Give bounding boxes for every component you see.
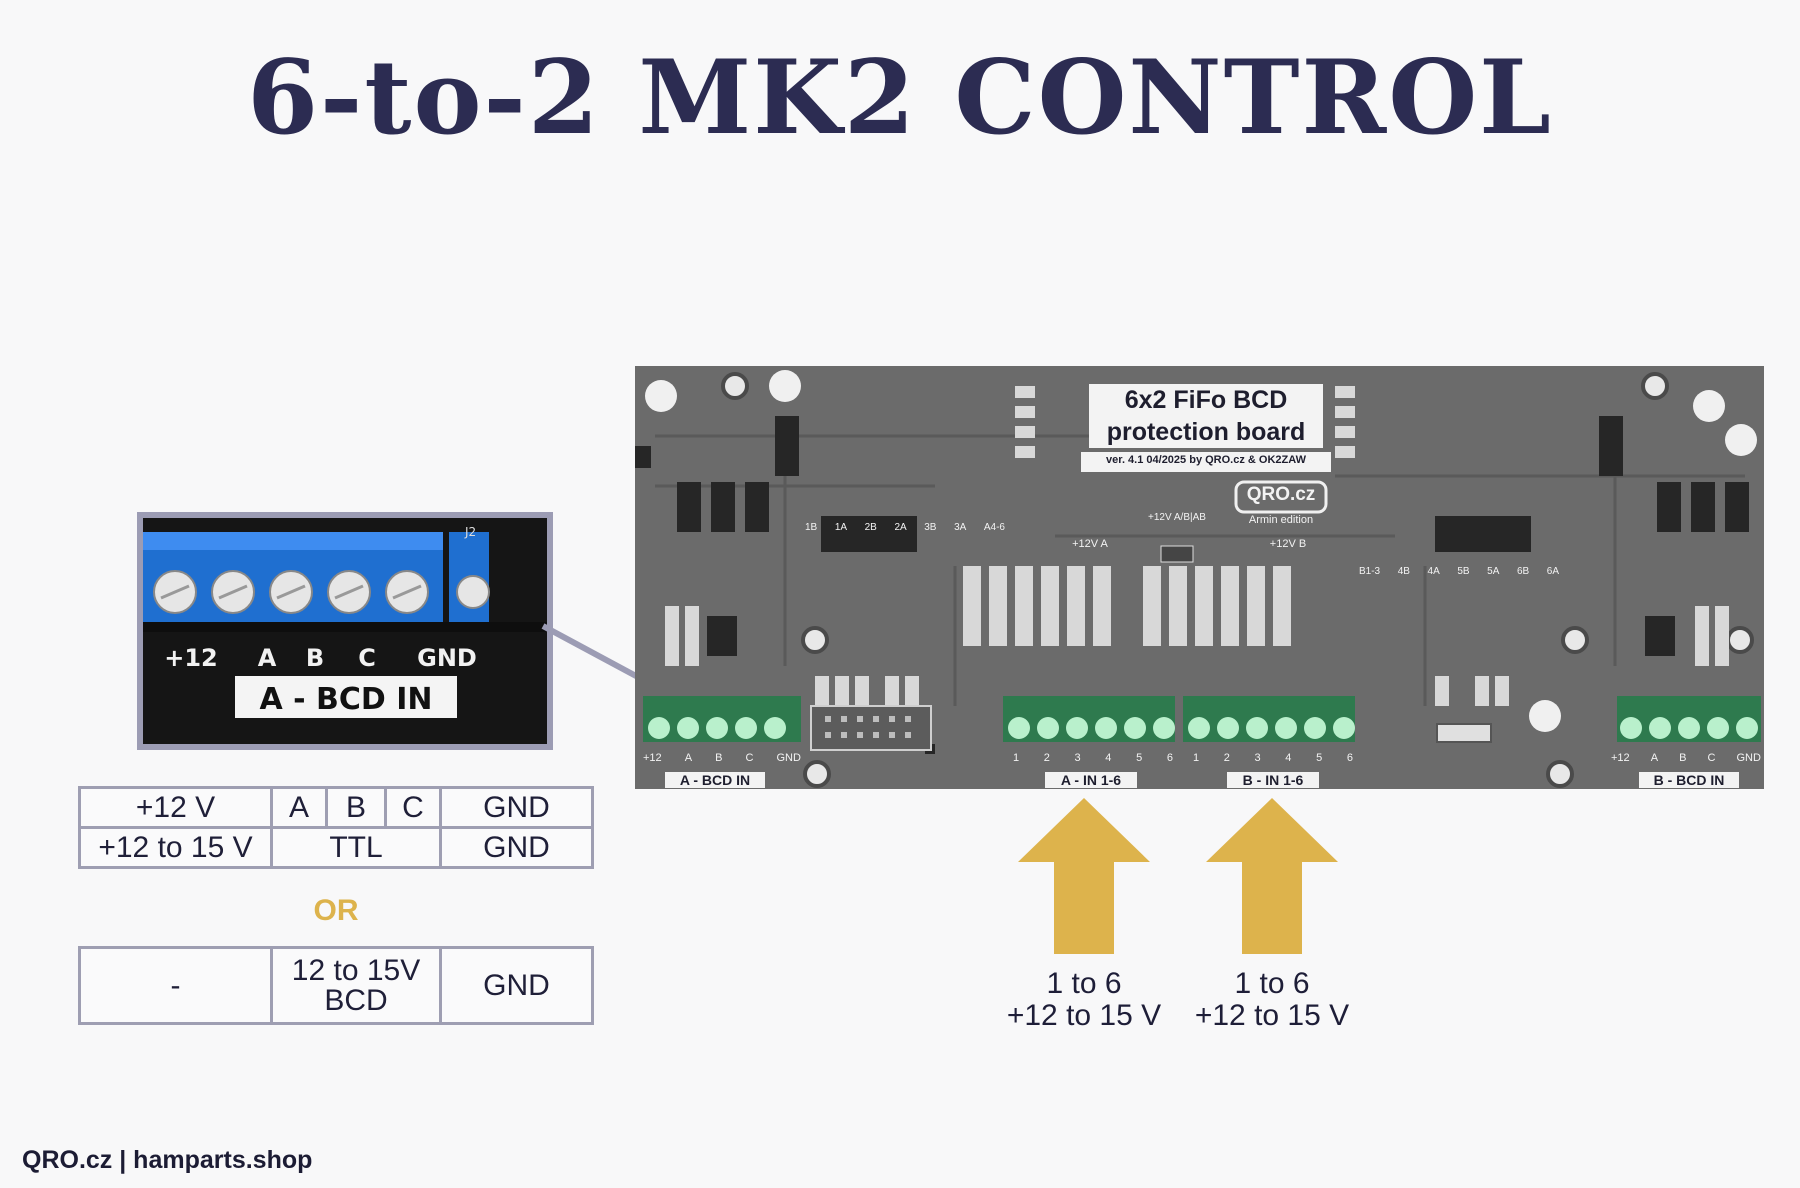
table-cell: A	[270, 786, 328, 829]
table-cell: +12 to 15 V	[78, 826, 273, 869]
table-cell: TTL	[270, 826, 442, 869]
connector-zoom-image: +12 A B C GND J2 A - BCD IN	[143, 518, 547, 744]
arrow-caption-a: 1 to 6 +12 to 15 V	[984, 968, 1184, 1032]
connector-label-a-in: A - IN 1-6	[1060, 772, 1122, 788]
arrow-caption-line: 1 to 6	[1234, 967, 1310, 1000]
zoom-pin-label: GND	[417, 644, 477, 672]
table-cell-line: BCD	[324, 983, 388, 1017]
zoom-ref-label: J2	[464, 525, 476, 539]
pin-label: 1	[1013, 752, 1020, 764]
channel-label: 4B	[1397, 566, 1410, 577]
connector-label-a-bcd: A - BCD IN	[679, 772, 751, 788]
pcb-board-art	[635, 366, 1764, 789]
board-jumper-label: +12V A/B|AB	[1148, 512, 1206, 523]
table-cell: GND	[439, 786, 594, 829]
pin-label: 5	[1316, 752, 1323, 764]
pin-label: 3	[1074, 752, 1081, 764]
pin-label: 6	[1346, 752, 1353, 764]
pin-label: 1	[1193, 752, 1200, 764]
wiring-table-ttl: +12 V A B C GND +12 to 15 V TTL GND	[78, 786, 594, 869]
pin-label: GND	[1736, 752, 1761, 764]
channel-label: 4A	[1427, 566, 1440, 577]
arrow-caption-line: +12 to 15 V	[1194, 999, 1350, 1032]
pin-label: C	[1707, 752, 1716, 764]
page-title: 6-to-2 MK2 CONTROL	[247, 38, 1553, 158]
table-cell: -	[78, 946, 273, 1025]
pin-label: GND	[776, 752, 801, 764]
zoom-pin-label: +12	[164, 644, 218, 672]
channel-label: 3B	[924, 522, 937, 533]
channel-label: 2A	[894, 522, 907, 533]
a-bcd-pin-labels: +12 A B C GND	[643, 752, 801, 764]
channel-label: 3A	[954, 522, 967, 533]
b-in-pin-labels: 1 2 3 4 5 6	[1193, 752, 1353, 764]
zoom-pin-label: B	[306, 644, 324, 672]
zoom-caption: A - BCD IN	[259, 682, 432, 717]
pcb-board: 6x2 FiFo BCD protection board ver. 4.1 0…	[635, 366, 1764, 789]
channel-label: 5B	[1457, 566, 1470, 577]
channel-label: B1-3	[1359, 566, 1381, 577]
table-cell: +12 V	[78, 786, 273, 829]
table-cell: B	[325, 786, 387, 829]
pin-label: B	[715, 752, 723, 764]
channel-labels-a	[799, 408, 829, 578]
board-plus12a: +12V A	[1072, 538, 1108, 550]
pin-label: +12	[1611, 752, 1630, 764]
board-title: 6x2 FiFo BCD protection board	[1089, 384, 1323, 448]
board-plus12b: +12V B	[1269, 538, 1307, 550]
channel-label: 6A	[1546, 566, 1559, 577]
pin-label: 4	[1285, 752, 1292, 764]
pin-label: 4	[1105, 752, 1112, 764]
arrow-up-icon	[1018, 798, 1150, 954]
table-cell: GND	[439, 826, 594, 869]
pin-label: +12	[643, 752, 662, 764]
pin-label: 2	[1223, 752, 1230, 764]
pin-label: C	[745, 752, 754, 764]
zoom-pin-label: A	[258, 644, 277, 672]
board-logo: QRO.cz	[1246, 484, 1316, 505]
pin-label: 2	[1043, 752, 1050, 764]
connector-label-b-in: B - IN 1-6	[1242, 772, 1304, 788]
arrow-caption-line: +12 to 15 V	[1006, 999, 1162, 1032]
board-edition: Armin edition	[1248, 514, 1314, 526]
pin-label: 3	[1254, 752, 1261, 764]
pin-label: A	[684, 752, 693, 764]
a-in-pin-labels: 1 2 3 4 5 6	[1013, 752, 1173, 764]
pin-label: 5	[1136, 752, 1143, 764]
connector-label-b-bcd: B - BCD IN	[1653, 772, 1725, 788]
table-cell-line: 12 to 15V	[291, 953, 421, 987]
channel-label: 1B	[805, 522, 818, 533]
pin-label: 6	[1166, 752, 1173, 764]
board-title-line: 6x2 FiFo BCD	[1124, 386, 1288, 414]
channel-label: 6B	[1516, 566, 1530, 577]
channel-label: A4-6	[983, 522, 1005, 533]
footer-credits: QRO.cz | hamparts.shop	[22, 1146, 313, 1174]
channel-label: 1A	[834, 522, 848, 533]
channel-labels-a-row: 1B 1A 2B 2A 3B 3A A4-6	[805, 522, 1005, 533]
zoom-pin-label: C	[358, 644, 376, 672]
channel-label: 5A	[1487, 566, 1500, 577]
wiring-table-bcd: - 12 to 15V BCD GND	[78, 946, 594, 1025]
channel-label: 2B	[864, 522, 877, 533]
arrow-up-icon	[1206, 798, 1338, 954]
pin-label: A	[1650, 752, 1659, 764]
pin-label: B	[1679, 752, 1687, 764]
or-label: OR	[313, 894, 359, 927]
channel-labels-b-row: B1-3 4B 4A 5B 5A 6B 6A	[1359, 566, 1559, 577]
board-title-line: protection board	[1106, 418, 1306, 446]
connector-zoom-box: +12 A B C GND J2 A - BCD IN	[137, 512, 553, 750]
table-cell: GND	[439, 946, 594, 1025]
table-cell-bcd: 12 to 15V BCD	[270, 946, 442, 1025]
board-version: ver. 4.1 04/2025 by QRO.cz & OK2ZAW	[1106, 454, 1306, 466]
b-bcd-pin-labels: +12 A B C GND	[1611, 752, 1761, 764]
arrow-caption-line: 1 to 6	[1046, 967, 1122, 1000]
table-cell: C	[384, 786, 442, 829]
arrow-caption-b: 1 to 6 +12 to 15 V	[1172, 968, 1372, 1032]
